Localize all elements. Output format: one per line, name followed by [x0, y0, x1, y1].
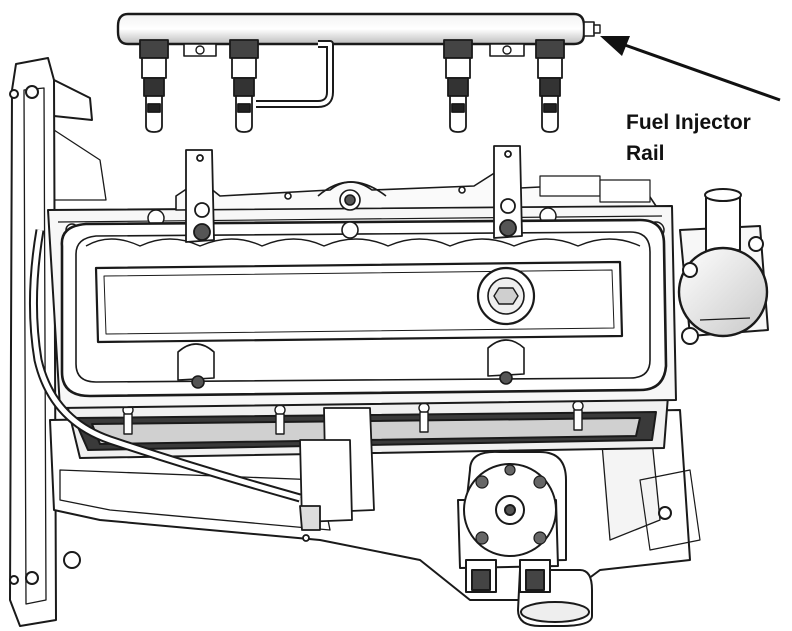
- fuel-injectors: [139, 39, 565, 133]
- injector-2: [229, 39, 259, 133]
- manifold-ridge: [175, 171, 657, 211]
- valve-cover-bolts: [177, 221, 525, 389]
- injector-3: [443, 39, 473, 133]
- injector-1: [139, 39, 169, 133]
- valve-cover: [60, 218, 668, 398]
- center-bracket: [299, 407, 375, 542]
- thermostat-housing: [677, 188, 769, 345]
- callout-arrow: [600, 36, 781, 102]
- callout-label-line1: Fuel Injector: [626, 111, 751, 134]
- callout-label-line2: Rail: [626, 142, 665, 165]
- dipstick-tube: [28, 229, 302, 503]
- fuel-injector-rail: [116, 12, 601, 108]
- rail-brackets: [185, 145, 523, 243]
- injector-4: [535, 39, 565, 133]
- water-pump: [457, 450, 593, 627]
